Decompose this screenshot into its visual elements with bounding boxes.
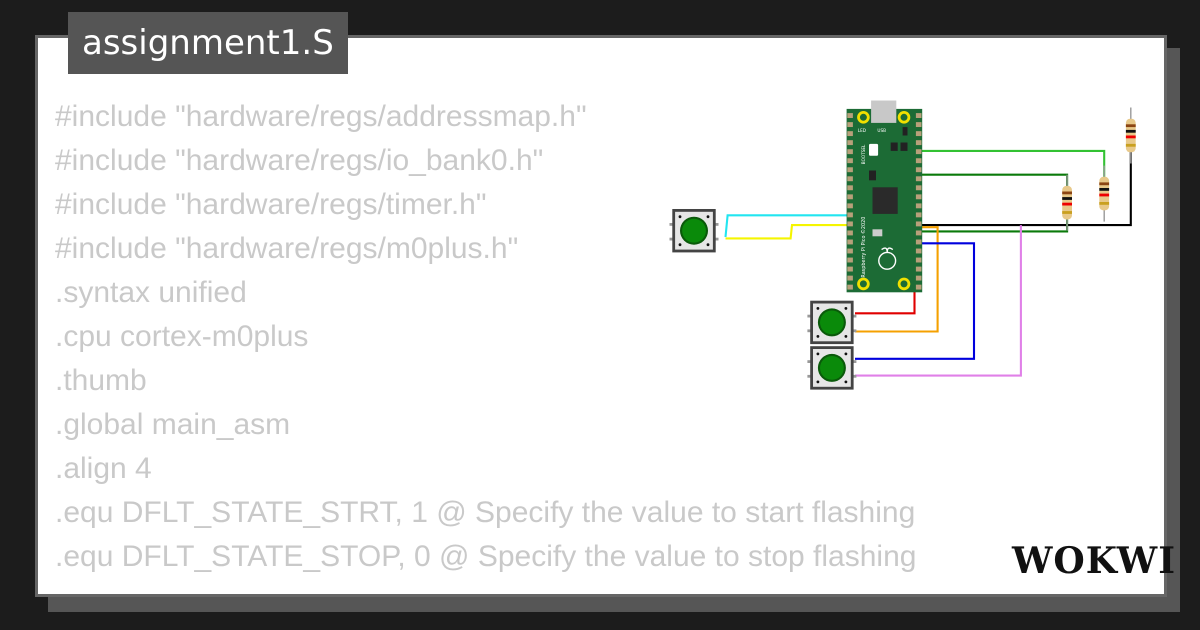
board-pin[interactable] xyxy=(915,149,922,155)
board-pin[interactable] xyxy=(915,230,922,236)
board-pin[interactable] xyxy=(915,167,922,173)
board-pin[interactable] xyxy=(847,230,853,236)
code-line: #include "hardware/regs/timer.h" xyxy=(55,188,487,221)
board-pin[interactable] xyxy=(847,158,853,164)
board-pin[interactable] xyxy=(915,221,922,227)
board-pin[interactable] xyxy=(847,212,853,218)
board-pin[interactable] xyxy=(847,203,853,209)
board-pin[interactable] xyxy=(847,131,853,137)
board-pin[interactable] xyxy=(847,221,853,227)
board-pin[interactable] xyxy=(915,158,922,164)
board-pin[interactable] xyxy=(847,239,853,245)
board-pin[interactable] xyxy=(915,203,922,209)
code-line: .syntax unified xyxy=(55,276,247,309)
circuit-group: LED USB BOOTSEL Raspberry Pi Pico ©2020 xyxy=(668,100,1137,390)
board-pin[interactable] xyxy=(847,167,853,173)
code-line: .align 4 xyxy=(55,452,152,485)
board-name: Raspberry Pi Pico ©2020 xyxy=(860,217,867,278)
pushbutton-1[interactable] xyxy=(668,208,720,253)
board-pin[interactable] xyxy=(847,194,853,200)
board-pin[interactable] xyxy=(915,266,922,272)
wire-blue xyxy=(854,242,976,360)
board-pin[interactable] xyxy=(847,113,853,118)
board-pin[interactable] xyxy=(847,185,853,191)
code-background: #include "hardware/regs/addressmap.h" #i… xyxy=(55,95,916,579)
board-pin[interactable] xyxy=(847,275,853,281)
pushbutton-3[interactable] xyxy=(806,346,858,390)
board-pin[interactable] xyxy=(915,239,922,245)
code-line: .equ DFLT_STATE_STRT, 1 @ Specify the va… xyxy=(55,496,916,529)
board-pin[interactable] xyxy=(915,248,922,254)
board-pin[interactable] xyxy=(847,257,853,263)
board-pin[interactable] xyxy=(915,194,922,200)
pushbutton-2[interactable] xyxy=(806,300,858,345)
code-line: #include "hardware/regs/m0plus.h" xyxy=(55,232,519,265)
code-line: #include "hardware/regs/io_bank0.h" xyxy=(55,144,544,177)
wire-darkgreen-1 xyxy=(917,173,1069,187)
board-pin[interactable] xyxy=(847,149,853,155)
board-pin[interactable] xyxy=(847,266,853,272)
board-pin[interactable] xyxy=(915,275,922,281)
board-pin[interactable] xyxy=(915,212,922,218)
board-pin[interactable] xyxy=(847,176,853,182)
wire-orange xyxy=(854,226,939,333)
preview-card: #include "hardware/regs/addressmap.h" #i… xyxy=(35,35,1167,597)
board-pin[interactable] xyxy=(915,122,922,128)
board-pin[interactable] xyxy=(915,140,922,146)
board-pin[interactable] xyxy=(847,140,853,146)
raspberry-pi-pico[interactable]: LED USB BOOTSEL Raspberry Pi Pico ©2020 xyxy=(846,100,923,293)
board-pin[interactable] xyxy=(915,284,922,290)
code-line: #include "hardware/regs/addressmap.h" xyxy=(55,100,587,133)
raspberry-logo-icon xyxy=(878,247,897,270)
board-pin[interactable] xyxy=(915,176,922,182)
code-line: .cpu cortex-m0plus xyxy=(55,320,309,353)
wire-green xyxy=(917,149,1106,178)
board-pin[interactable] xyxy=(915,113,922,118)
board-usb-label: USB xyxy=(877,128,886,133)
board-pin[interactable] xyxy=(915,131,922,137)
code-line: .thumb xyxy=(55,364,147,397)
board-pin[interactable] xyxy=(847,248,853,254)
file-title: assignment1.S xyxy=(68,12,348,74)
board-pin[interactable] xyxy=(847,122,853,128)
code-line: .global main_asm xyxy=(55,408,291,441)
resistor-1[interactable] xyxy=(1061,173,1073,232)
wokwi-logo: WOKWI xyxy=(1012,540,1177,582)
wire-black xyxy=(917,149,1132,227)
code-line: .equ DFLT_STATE_STOP, 0 @ Specify the va… xyxy=(55,540,917,573)
board-led-label: LED xyxy=(858,128,866,133)
board-pin[interactable] xyxy=(847,284,853,290)
wire-violet xyxy=(854,225,1022,377)
board-pin[interactable] xyxy=(915,185,922,191)
resistor-3[interactable] xyxy=(1125,106,1137,165)
board-pin[interactable] xyxy=(915,257,922,263)
resistor-2[interactable] xyxy=(1098,164,1110,223)
board-bootsel-label: BOOTSEL xyxy=(861,144,866,164)
